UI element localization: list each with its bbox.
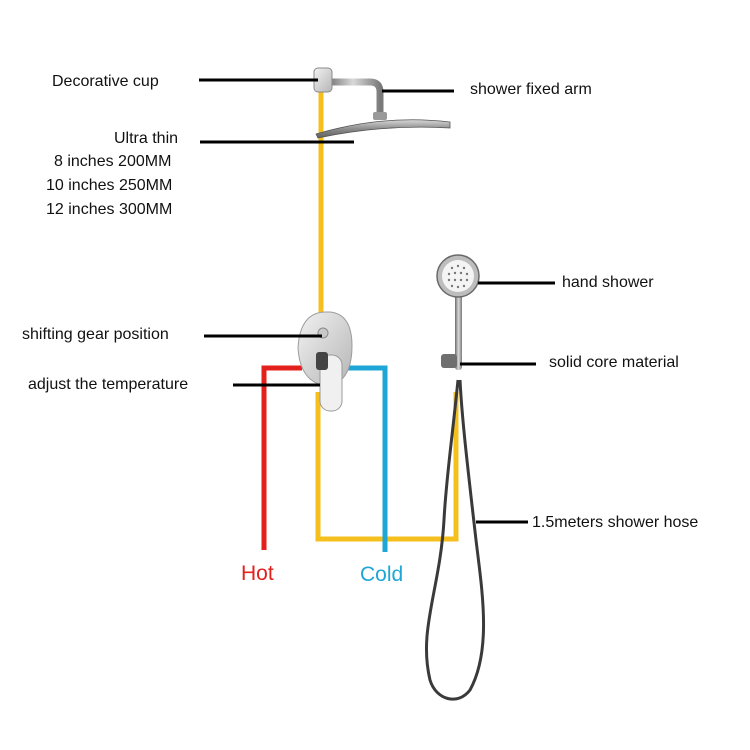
shower-head-assembly	[313, 67, 451, 139]
spray-nozzles	[447, 264, 469, 289]
shower-arm	[322, 78, 384, 120]
label-shower-hose: 1.5meters shower hose	[532, 514, 698, 531]
hand-shower-handle	[455, 290, 462, 370]
label-shower-fixed-arm: shower fixed arm	[470, 81, 592, 98]
shower-hose	[424, 379, 486, 701]
label-hand-shower: hand shower	[562, 274, 654, 291]
label-size-8: 8 inches 200MM	[54, 153, 171, 170]
label-hot: Hot	[241, 562, 274, 585]
label-cold: Cold	[360, 563, 403, 586]
label-adjust-temperature: adjust the temperature	[28, 376, 188, 393]
label-size-12: 12 inches 300MM	[46, 201, 172, 218]
shower-head	[315, 119, 451, 139]
label-size-10: 10 inches 250MM	[46, 177, 172, 194]
leader-lines	[199, 78, 555, 524]
mixer-valve	[297, 311, 353, 412]
label-decorative-cup: Decorative cup	[52, 73, 159, 90]
shower-head-connector	[373, 112, 387, 120]
hand-shower-face	[442, 260, 474, 292]
label-solid-core: solid core material	[549, 354, 679, 371]
lever-hub	[316, 352, 328, 370]
hot-pipe	[261, 365, 302, 550]
wall-holder	[441, 354, 457, 368]
label-shifting-gear: shifting gear position	[22, 326, 169, 343]
hand-shower-assembly	[424, 254, 486, 701]
label-ultra-thin: Ultra thin	[114, 130, 178, 147]
cold-pipe	[342, 365, 388, 552]
